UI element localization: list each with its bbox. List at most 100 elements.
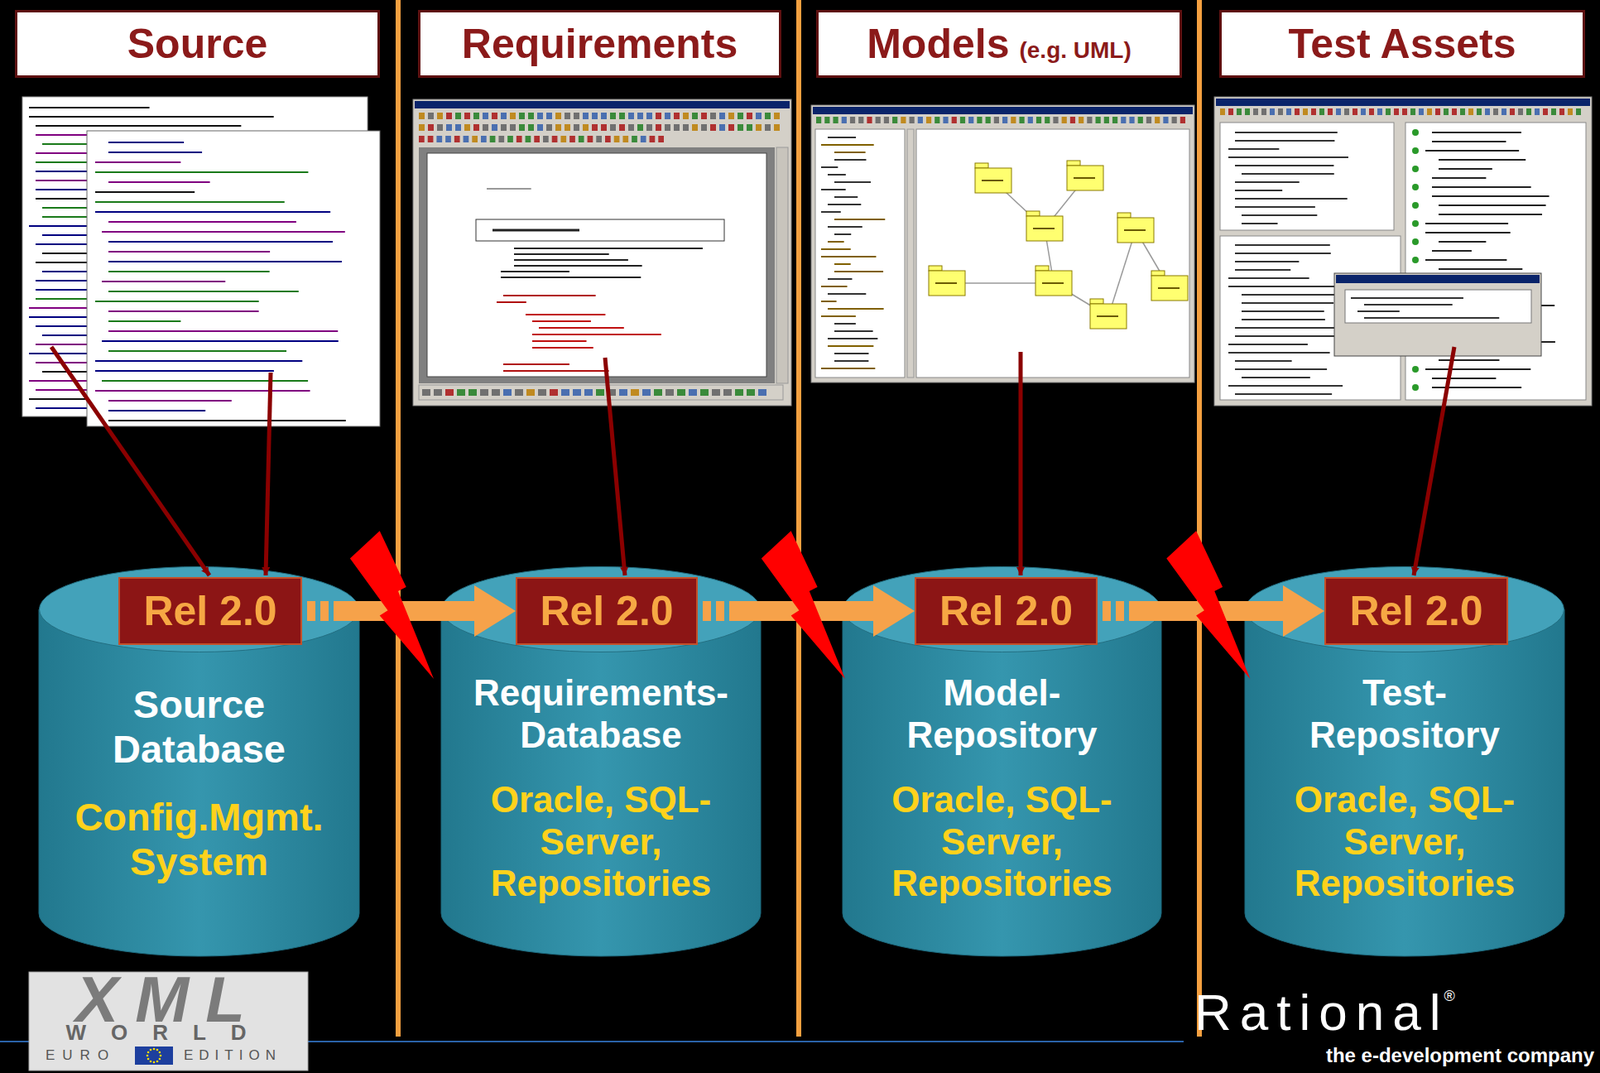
toolbar-icon: [1261, 108, 1267, 116]
toolbar-icon: [418, 124, 425, 131]
list-item: [1431, 140, 1506, 143]
toolbar-icon: [1501, 108, 1507, 116]
toolbar-icon: [1559, 108, 1565, 116]
toolbar-icon: [1120, 116, 1126, 124]
code-line: [108, 270, 270, 273]
logo-text: EURO: [45, 1047, 116, 1064]
toolbar-icon: [1036, 116, 1042, 124]
toolbar-icon: [637, 112, 644, 120]
toolbar-icon: [719, 112, 726, 120]
toolbar-icon: [464, 112, 471, 120]
toolbar-icon: [538, 389, 547, 396]
list-item: [1438, 359, 1500, 361]
code-line: [101, 230, 346, 233]
column-header: Source: [14, 9, 380, 78]
database-name: Test- Repository: [1273, 672, 1536, 756]
toolbar-icon: [658, 135, 664, 143]
toolbar-icon: [917, 116, 923, 124]
toolbar-icon: [1253, 108, 1259, 116]
tree-item: [1241, 318, 1326, 321]
tree-item: [834, 181, 871, 183]
tree-item: [834, 233, 851, 236]
database-product: Config.Mgmt. System: [67, 794, 331, 885]
list-item: [1438, 204, 1547, 207]
tree-item: [1241, 214, 1317, 217]
toolbar-icon: [518, 112, 525, 120]
toolbar-icon: [537, 124, 543, 131]
toolbar-icon: [591, 124, 598, 131]
toolbar-icon: [664, 124, 671, 131]
dialog-box: [1334, 273, 1542, 356]
tree-item: [827, 203, 861, 206]
toolbar-icon: [437, 112, 443, 120]
toolbar-icon: [436, 135, 443, 143]
tree-item: [1234, 164, 1334, 167]
title-bar: [414, 100, 790, 109]
toolbar-icon: [816, 116, 822, 124]
title-bar: [812, 106, 1193, 115]
code-line: [108, 330, 338, 332]
toolbar-icon: [614, 135, 620, 143]
lightning-bolt: [761, 530, 846, 679]
code-line: [101, 379, 308, 382]
tree-item: [827, 225, 863, 228]
toolbar-icon: [471, 135, 478, 143]
toolbar-icon: [1526, 108, 1532, 116]
package-name-line: [935, 282, 957, 284]
toolbar-icon: [418, 135, 425, 143]
package-name-line: [1157, 287, 1180, 289]
list-item: [1425, 222, 1509, 225]
toolbar-icon: [573, 112, 580, 120]
toolbar-icon: [433, 389, 443, 396]
package-tab: [928, 265, 942, 271]
check-icon: [1412, 165, 1419, 173]
table-row: [1364, 317, 1500, 319]
code-line: [108, 151, 202, 154]
toolbar-icon: [892, 116, 898, 124]
toolbar-icon: [552, 135, 558, 143]
toolbar-icon: [719, 124, 726, 131]
status-bar: [418, 384, 784, 400]
toolbar-icon: [1410, 108, 1416, 116]
toolbar-icon: [628, 124, 635, 131]
code-line: [108, 320, 181, 322]
toolbar-icon: [664, 112, 671, 120]
toolbar-icon: [1286, 108, 1292, 116]
toolbar-icon: [584, 389, 593, 396]
toolbar-icon: [482, 112, 489, 120]
dependency-line: [1108, 230, 1136, 317]
toolbar-icon: [677, 389, 686, 396]
code-line: [108, 290, 299, 293]
tree-item: [821, 144, 875, 146]
toolbar-icon: [1311, 108, 1317, 116]
check-icon: [1412, 238, 1419, 246]
cylinder-top: [1245, 566, 1565, 653]
toolbar-icon: [491, 124, 498, 131]
header-title: Requirements: [461, 12, 738, 76]
table-row: [1357, 310, 1400, 313]
toolbar-icon: [630, 389, 640, 396]
doc-page: [427, 153, 767, 377]
logo-text: WORLD: [28, 1021, 308, 1043]
toolbar-icon: [866, 116, 872, 124]
toolbar-icon: [418, 112, 425, 120]
toolbar-icon: [619, 389, 628, 396]
package-tab: [1090, 298, 1104, 304]
list-item: [1431, 186, 1532, 188]
text-line: [486, 187, 532, 190]
toolbar-icon: [1460, 108, 1466, 116]
toolbar-icon: [473, 112, 480, 120]
tree-item: [1228, 351, 1331, 354]
check-icon: [1412, 384, 1419, 391]
toolbar-icon: [1146, 116, 1152, 124]
toolbar-icon: [700, 389, 709, 396]
code-line: [28, 106, 150, 109]
toolbar-icon: [500, 112, 507, 120]
text-line: [500, 270, 570, 273]
tree-item: [834, 360, 869, 362]
toolbar-icon: [528, 112, 534, 120]
source-code-screenshot: [22, 96, 380, 427]
toolbar-icon: [728, 112, 735, 120]
